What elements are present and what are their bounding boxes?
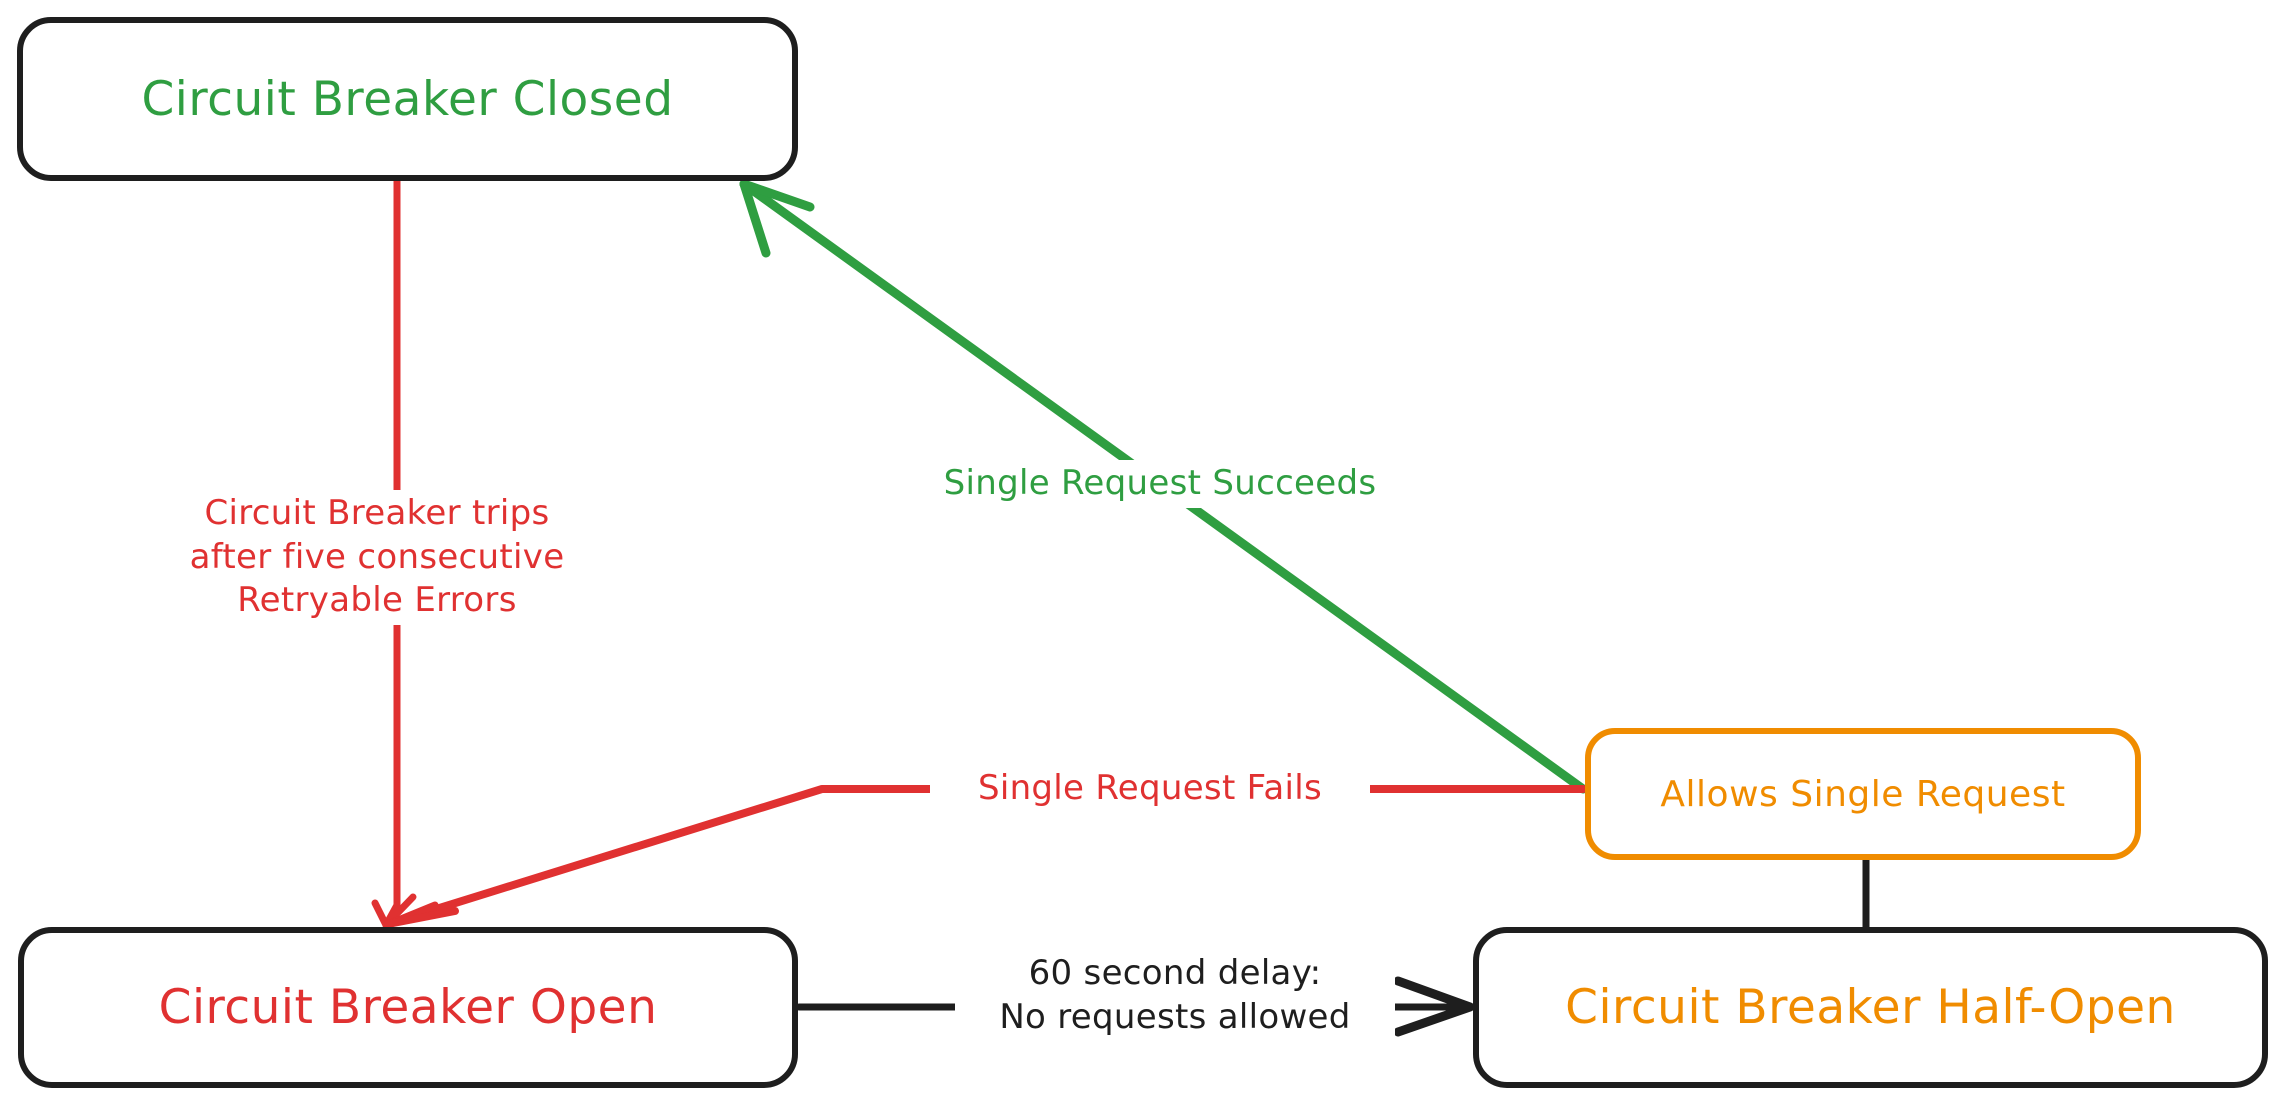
state-node-circuit-breaker-open[interactable]: Circuit Breaker Open	[18, 927, 798, 1088]
state-node-circuit-breaker-closed[interactable]: Circuit Breaker Closed	[17, 17, 798, 181]
state-node-label: Circuit Breaker Closed	[141, 71, 674, 127]
state-node-label: Circuit Breaker Open	[158, 980, 658, 1035]
state-node-circuit-breaker-half-open[interactable]: Circuit Breaker Half-Open	[1473, 927, 2268, 1088]
state-node-label: Circuit Breaker Half-Open	[1565, 980, 2176, 1035]
edge-label-allows-to-closed: Single Request Succeeds	[910, 460, 1410, 508]
state-node-label: Allows Single Request	[1660, 773, 2066, 815]
edge-label-allows-to-open: Single Request Fails	[930, 765, 1370, 813]
edge-label-closed-to-open: Circuit Breaker trips after five consecu…	[172, 490, 582, 625]
edge-label-open-to-half-open: 60 second delay: No requests allowed	[955, 950, 1395, 1042]
state-node-allows-single-request[interactable]: Allows Single Request	[1585, 728, 2141, 860]
